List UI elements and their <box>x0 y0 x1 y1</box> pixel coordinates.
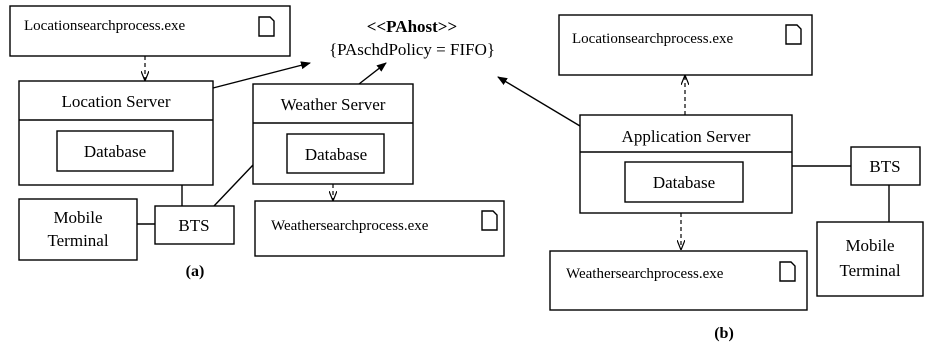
b-location-exe-artifact-icon <box>785 24 802 45</box>
caption-a: (a) <box>186 263 205 280</box>
stereotype-policy: {PAschdPolicy = FIFO} <box>329 40 495 59</box>
a-weather-exe-box <box>254 200 505 257</box>
b-bts-label: BTS <box>869 157 900 176</box>
a-location-exe-box <box>9 5 291 57</box>
a-location-server-title: Location Server <box>61 92 170 111</box>
b-mobile-terminal-line1: Mobile <box>845 236 894 255</box>
a-bts-weather-link <box>213 164 254 207</box>
b-weather-exe-artifact-icon <box>779 261 796 282</box>
a-bts-box <box>154 205 235 245</box>
b-bts-box <box>850 146 921 186</box>
b-app-db-box <box>624 161 744 203</box>
b-mobile-terminal-box <box>816 221 924 297</box>
stereotype-name: <<PAhost>> <box>367 17 457 36</box>
b-app-db-label: Database <box>653 173 715 192</box>
b-location-exe-label: Locationsearchprocess.exe <box>572 31 734 47</box>
a-bts-label: BTS <box>178 216 209 235</box>
a-location-exe-label: Locationsearchprocess.exe <box>24 18 186 34</box>
b-mobile-terminal-line2: Terminal <box>839 261 900 280</box>
a-weather-db-label: Database <box>305 145 367 164</box>
caption-b: (b) <box>714 325 734 342</box>
a-location-exe-artifact-icon <box>258 16 275 37</box>
b-app-host-arrow <box>497 76 581 127</box>
a-location-db-box <box>56 130 174 172</box>
a-location-db-label: Database <box>84 142 146 161</box>
a-weather-exe-artifact-icon <box>481 210 498 231</box>
a-weather-host-arrow <box>358 62 387 85</box>
b-weather-exe-label: Weathersearchprocess.exe <box>566 266 724 282</box>
a-weather-db-box <box>286 133 385 174</box>
b-app-server-title: Application Server <box>622 127 751 146</box>
a-mobile-terminal-box <box>18 198 138 261</box>
b-weather-exe-box <box>549 250 808 311</box>
a-mobile-terminal-line1: Mobile <box>53 208 102 227</box>
a-weather-server-title: Weather Server <box>281 95 386 114</box>
a-location-host-arrow <box>212 61 311 89</box>
a-mobile-terminal-line2: Terminal <box>47 231 108 250</box>
a-weather-exe-label: Weathersearchprocess.exe <box>271 218 429 234</box>
